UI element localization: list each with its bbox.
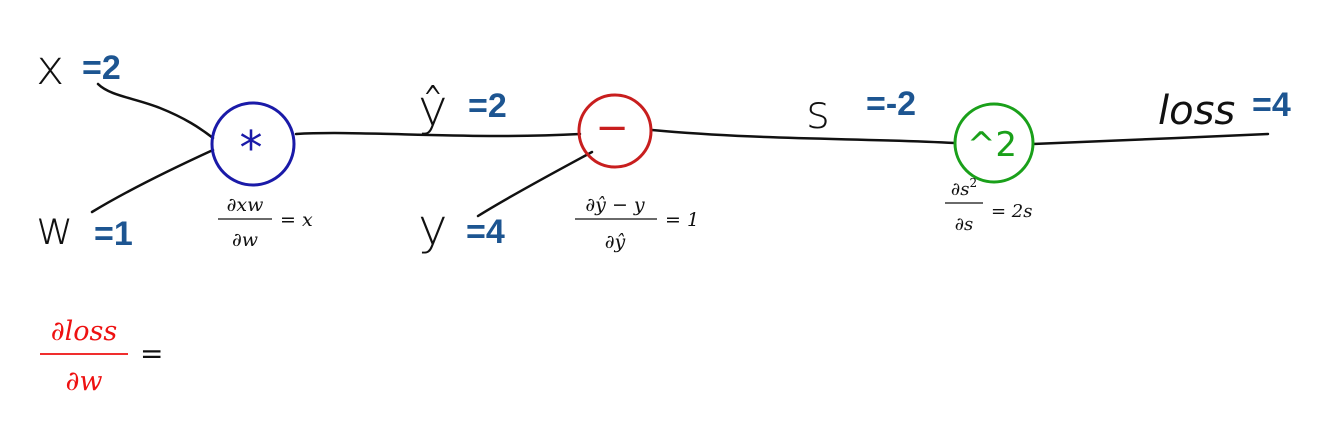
var-loss-value: =4 xyxy=(1252,86,1291,124)
subtract-node-symbol: − xyxy=(595,105,629,151)
derivative-multiply: ∂xw ∂w = x xyxy=(218,194,313,251)
subtract-node xyxy=(577,93,653,169)
derivative-subtract-rhs: = 1 xyxy=(665,209,699,231)
wire-x-to-multiply xyxy=(96,82,215,140)
var-x-label: x xyxy=(36,40,64,96)
wire-square-to-loss xyxy=(1031,132,1270,146)
var-s-label: s xyxy=(806,85,830,139)
wire-y-to-subtract xyxy=(476,150,594,218)
derivative-subtract-denominator: ∂ŷ xyxy=(605,231,626,253)
derivative-multiply-numerator: ∂xw xyxy=(227,194,264,216)
derivative-square-numerator: ∂s2 xyxy=(951,176,977,200)
derivative-square-denominator: ∂s xyxy=(955,214,974,235)
derivative-subtract-numerator: ∂ŷ − y xyxy=(585,194,645,216)
wire-w-to-multiply xyxy=(90,148,215,214)
derivative-square-numerator-exponent: 2 xyxy=(969,176,977,190)
var-loss-label: loss xyxy=(1158,88,1235,134)
derivative-multiply-denominator: ∂w xyxy=(232,229,258,251)
multiply-node-symbol: * xyxy=(240,121,263,175)
var-yhat-label: ŷ xyxy=(418,79,448,137)
var-w-value: =1 xyxy=(94,215,133,253)
result-denominator: ∂w xyxy=(65,366,102,397)
derivative-multiply-rhs: = x xyxy=(280,209,313,231)
var-x-value: =2 xyxy=(82,49,121,87)
var-yhat-value: =2 xyxy=(468,87,507,125)
result-equals: = xyxy=(140,337,163,370)
square-node-symbol: ^2 xyxy=(967,125,1017,165)
derivative-square-numerator-base: ∂s xyxy=(951,179,970,200)
result-numerator: ∂loss xyxy=(51,316,118,347)
square-node xyxy=(953,102,1035,184)
var-s-value: =-2 xyxy=(866,85,916,123)
result-formula: ∂loss ∂w = xyxy=(40,316,163,397)
multiply-node xyxy=(210,101,296,187)
var-y-value: =4 xyxy=(466,213,505,251)
wire-subtract-to-square xyxy=(650,128,957,145)
derivative-square: ∂s2 ∂s = 2s xyxy=(945,176,1033,235)
var-y-label: y xyxy=(418,198,448,256)
derivative-subtract: ∂ŷ − y ∂ŷ = 1 xyxy=(575,194,699,253)
wire-multiply-to-subtract xyxy=(294,131,582,138)
var-w-label: w xyxy=(36,201,74,255)
derivative-square-rhs: = 2s xyxy=(991,201,1033,222)
